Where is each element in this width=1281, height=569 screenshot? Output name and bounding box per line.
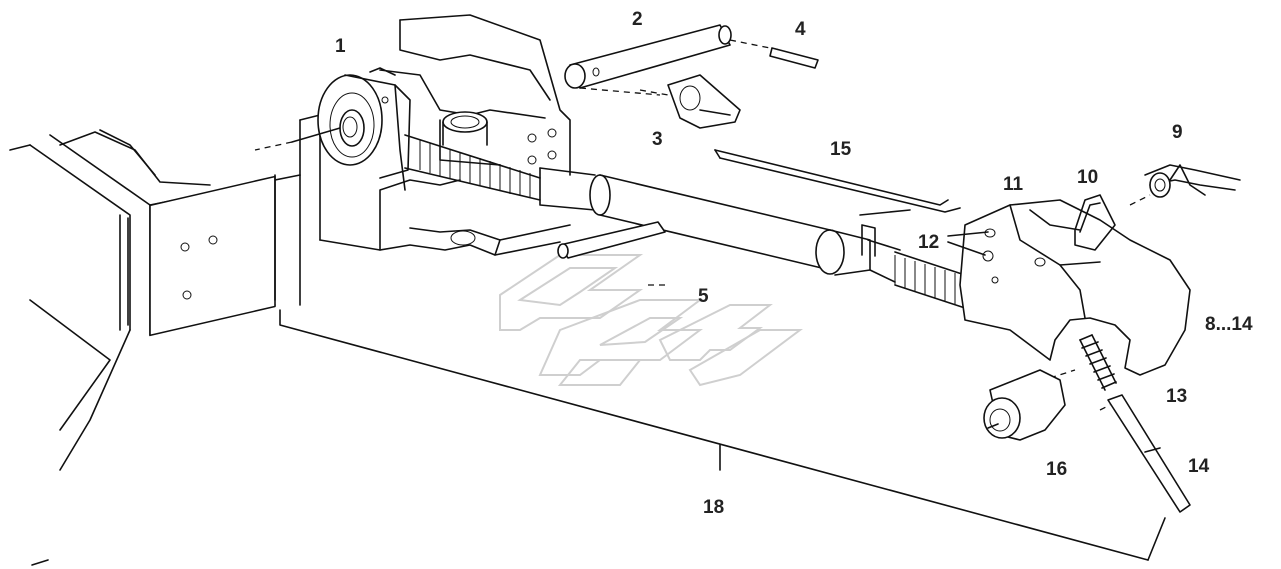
cross-pin-part-5 xyxy=(557,221,666,286)
latch-part-9 xyxy=(1129,164,1241,206)
callout-13: 13 xyxy=(1166,386,1187,407)
callout-18: 18 xyxy=(703,497,724,518)
pin-part-2 xyxy=(564,24,781,96)
callout-5: 5 xyxy=(698,286,709,307)
callout-12: 12 xyxy=(918,232,939,253)
callout-labels: 1 2 4 3 15 9 11 10 12 5 8...14 13 14 16 … xyxy=(335,9,1253,518)
callout-4: 4 xyxy=(795,19,806,40)
ball-joint-end xyxy=(291,67,411,191)
callout-11: 11 xyxy=(1003,174,1024,195)
hook-body xyxy=(959,199,1191,376)
callout-8-14: 8...14 xyxy=(1205,314,1253,335)
callout-15: 15 xyxy=(830,139,852,160)
callout-16: 16 xyxy=(1046,459,1067,480)
callout-10: 10 xyxy=(1077,167,1098,188)
wire-rod-part-15 xyxy=(714,149,961,216)
callout-14: 14 xyxy=(1188,456,1210,477)
corner-mark xyxy=(31,559,49,566)
adjuster-tube xyxy=(404,134,966,309)
retainer-clip-part-3 xyxy=(639,74,741,129)
callout-1: 1 xyxy=(335,36,346,57)
tractor-frame xyxy=(9,114,321,471)
center-line xyxy=(254,141,293,151)
leader-12 xyxy=(947,231,989,256)
spring-clip-part-10 xyxy=(1074,194,1116,251)
callout-2: 2 xyxy=(632,9,643,30)
mounting-bracket xyxy=(319,14,571,256)
bracket-18 xyxy=(279,309,1166,561)
small-pin-part-4 xyxy=(769,47,819,69)
callout-9: 9 xyxy=(1172,122,1183,143)
spring-and-rod xyxy=(1049,334,1191,513)
callout-3: 3 xyxy=(652,129,663,150)
ball-cup-part-16 xyxy=(983,369,1066,441)
watermark-logo xyxy=(499,254,803,387)
